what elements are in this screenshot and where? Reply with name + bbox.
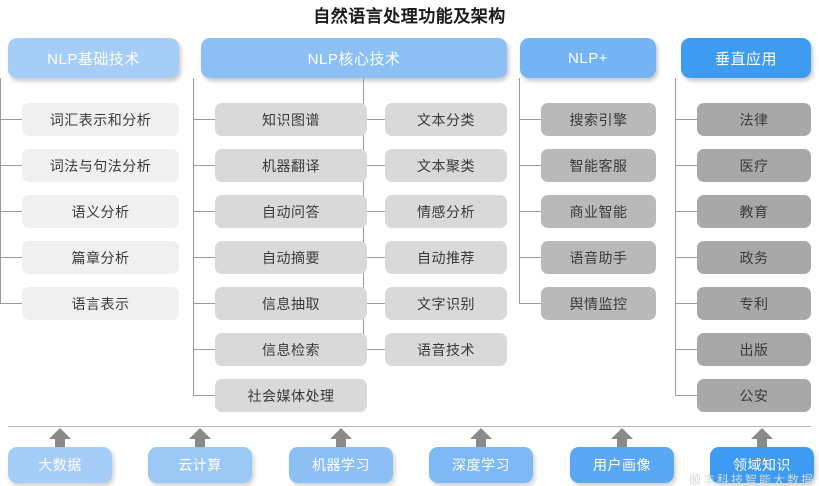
connector-stub [0, 303, 22, 304]
connector-stub [675, 303, 697, 304]
item-nlp-plus[interactable]: 搜索引擎 [541, 103, 656, 136]
item-nlp-basic[interactable]: 篇章分析 [22, 241, 179, 274]
up-arrow-icon [328, 427, 354, 451]
connector-stub [363, 119, 385, 120]
watermark: 顺丰科技智能大数据 [688, 473, 815, 486]
connector-stub [675, 119, 697, 120]
item-vertical-app[interactable]: 医疗 [697, 149, 811, 182]
up-arrow-icon [609, 427, 635, 451]
connector-stub [519, 119, 541, 120]
foundation-box[interactable]: 用户画像 [570, 447, 674, 483]
connector-trunk [519, 78, 520, 303]
item-nlp-plus[interactable]: 商业智能 [541, 195, 656, 228]
connector-stub [675, 395, 697, 396]
item-nlp-core[interactable]: 文本聚类 [385, 149, 507, 182]
connector-trunk [0, 78, 1, 303]
page-title: 自然语言处理功能及架构 [313, 7, 506, 26]
up-arrow-icon [187, 427, 213, 451]
connector-stub [519, 165, 541, 166]
connector-trunk [675, 78, 676, 395]
connector-trunk [193, 78, 194, 395]
connector-stub [363, 303, 385, 304]
item-nlp-basic[interactable]: 语义分析 [22, 195, 179, 228]
foundation-box[interactable]: 深度学习 [429, 447, 533, 483]
item-nlp-core[interactable]: 信息检索 [215, 333, 367, 366]
item-nlp-core[interactable]: 文本分类 [385, 103, 507, 136]
item-vertical-app[interactable]: 法律 [697, 103, 811, 136]
item-nlp-core[interactable]: 机器翻译 [215, 149, 367, 182]
item-vertical-app[interactable]: 教育 [697, 195, 811, 228]
item-nlp-core[interactable]: 语音技术 [385, 333, 507, 366]
connector-stub [675, 349, 697, 350]
foundation-box[interactable]: 机器学习 [289, 447, 393, 483]
connector-stub [193, 349, 215, 350]
item-nlp-core[interactable]: 社会媒体处理 [215, 379, 367, 412]
up-arrow-icon [468, 427, 494, 451]
connector-stub [0, 119, 22, 120]
item-nlp-basic[interactable]: 词汇表示和分析 [22, 103, 179, 136]
connector-stub [675, 211, 697, 212]
item-nlp-basic[interactable]: 语言表示 [22, 287, 179, 320]
connector-stub [193, 119, 215, 120]
foundation-box[interactable]: 大数据 [8, 447, 112, 483]
connector-stub [363, 257, 385, 258]
connector-stub [193, 165, 215, 166]
connector-stub [363, 349, 385, 350]
connector-stub [675, 165, 697, 166]
foundation-box[interactable]: 云计算 [148, 447, 252, 483]
connector-stub [193, 395, 215, 396]
column-header-vertical-app[interactable]: 垂直应用 [681, 38, 811, 78]
item-nlp-plus[interactable]: 舆情监控 [541, 287, 656, 320]
item-nlp-core[interactable]: 文字识别 [385, 287, 507, 320]
connector-stub [675, 257, 697, 258]
item-nlp-plus[interactable]: 智能客服 [541, 149, 656, 182]
connector-stub [519, 211, 541, 212]
connector-stub [0, 211, 22, 212]
item-nlp-core[interactable]: 自动问答 [215, 195, 367, 228]
item-nlp-core[interactable]: 知识图谱 [215, 103, 367, 136]
connector-stub [193, 303, 215, 304]
item-nlp-core[interactable]: 信息抽取 [215, 287, 367, 320]
connector-stub [193, 211, 215, 212]
item-vertical-app[interactable]: 专利 [697, 287, 811, 320]
connector-stub [363, 211, 385, 212]
item-nlp-core[interactable]: 自动摘要 [215, 241, 367, 274]
connector-stub [0, 165, 22, 166]
connector-stub [0, 257, 22, 258]
up-arrow-icon [47, 427, 73, 451]
up-arrow-icon [749, 427, 775, 451]
foundation-divider [8, 426, 811, 427]
item-nlp-basic[interactable]: 词法与句法分析 [22, 149, 179, 182]
connector-stub [363, 165, 385, 166]
item-nlp-plus[interactable]: 语音助手 [541, 241, 656, 274]
connector-stub [519, 257, 541, 258]
item-vertical-app[interactable]: 政务 [697, 241, 811, 274]
item-vertical-app[interactable]: 公安 [697, 379, 811, 412]
item-vertical-app[interactable]: 出版 [697, 333, 811, 366]
item-nlp-core[interactable]: 情感分析 [385, 195, 507, 228]
column-header-nlp-basic[interactable]: NLP基础技术 [8, 38, 179, 78]
item-nlp-core[interactable]: 自动推荐 [385, 241, 507, 274]
connector-stub [193, 257, 215, 258]
column-header-nlp-core[interactable]: NLP核心技术 [201, 38, 507, 78]
foundation-box[interactable]: 领域知识 [710, 447, 814, 483]
column-header-nlp-plus[interactable]: NLP+ [520, 38, 656, 78]
connector-stub [519, 303, 541, 304]
